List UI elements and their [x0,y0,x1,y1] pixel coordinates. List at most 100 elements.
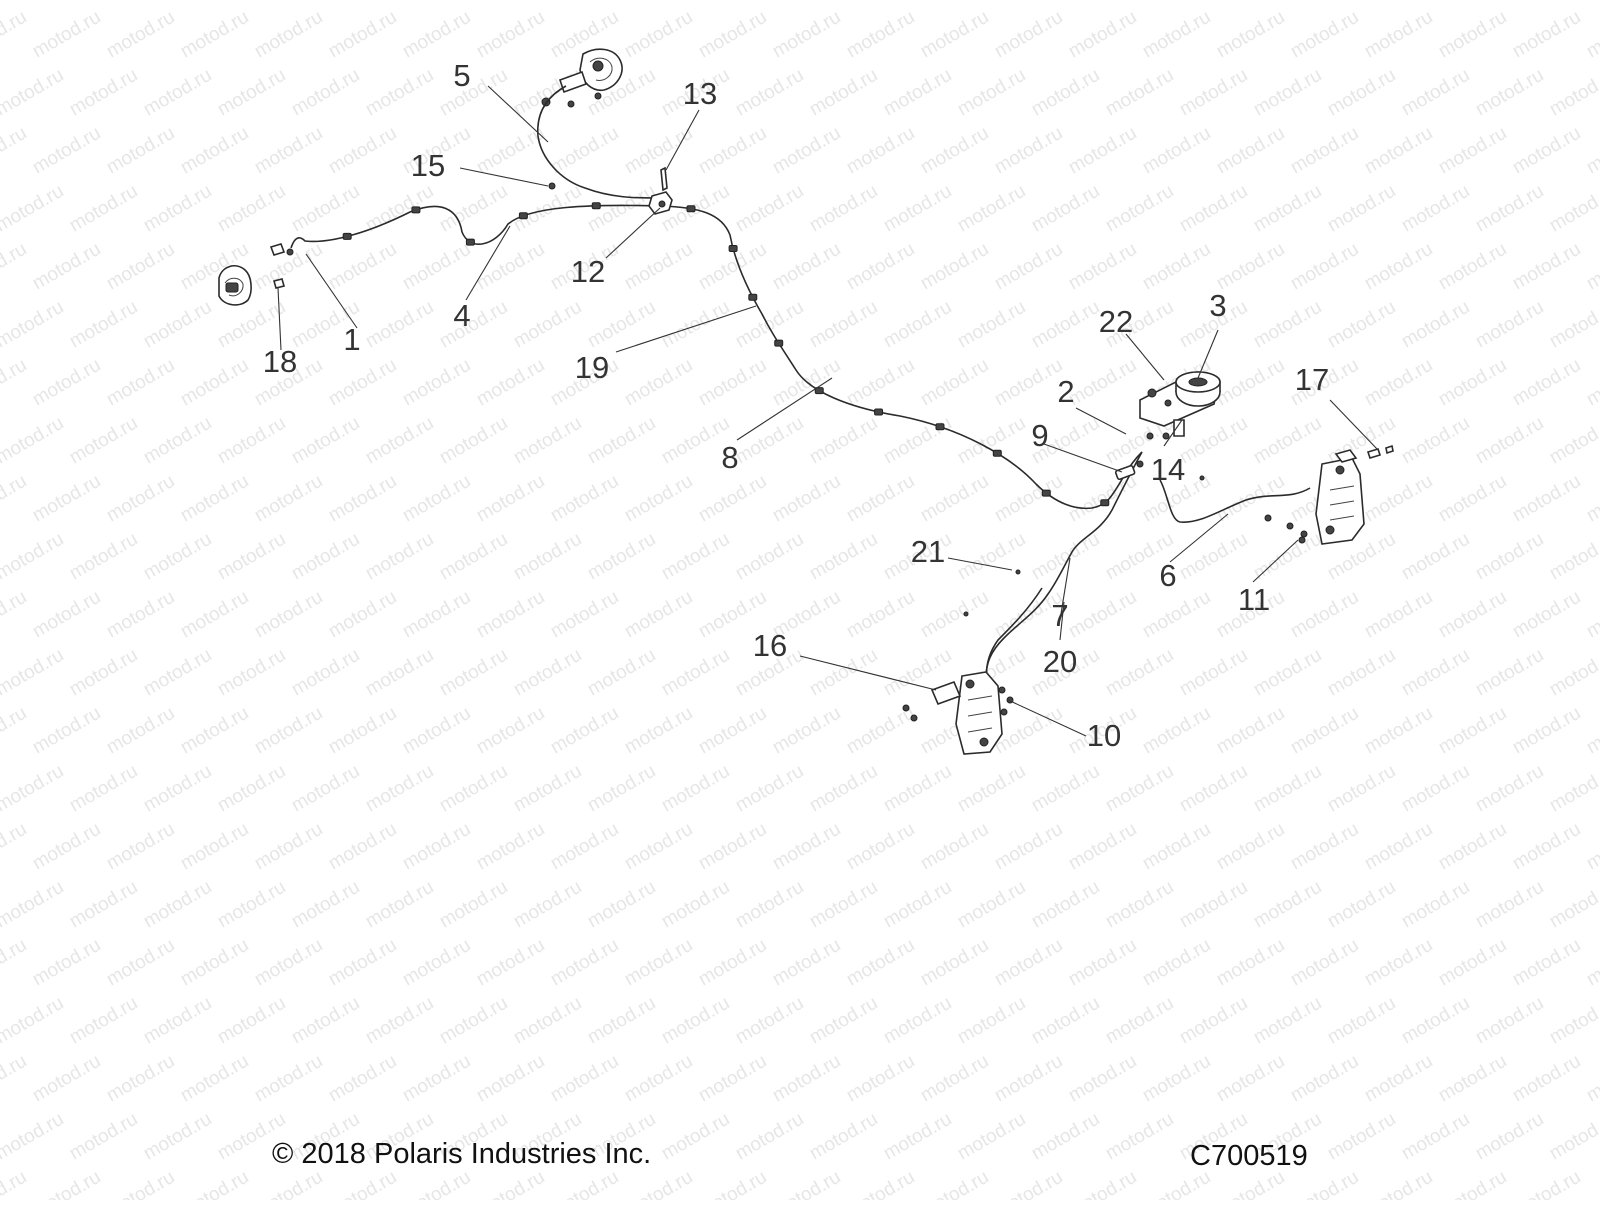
watermark-text: motod.ru [473,239,548,295]
watermark-text: motod.ru [1472,1109,1547,1165]
watermark-text: motod.ru [29,1167,104,1200]
watermark-text: motod.ru [732,297,807,353]
watermark-text: motod.ru [1546,993,1600,1049]
watermark-text: motod.ru [362,0,437,4]
watermark-text: motod.ru [140,761,215,817]
watermark-text: motod.ru [843,1051,918,1107]
watermark-text: motod.ru [325,471,400,527]
watermark-text: motod.ru [880,0,955,4]
watermark-text: motod.ru [103,239,178,295]
watermark-text: motod.ru [399,587,474,643]
watermark-text: motod.ru [584,645,659,701]
watermark-text: motod.ru [1102,0,1177,4]
watermark-text: motod.ru [177,471,252,527]
watermark-text: motod.ru [399,819,474,875]
watermark-text: motod.ru [695,1051,770,1107]
callout-9: 9 [1031,418,1048,453]
watermark-text: motod.ru [1213,703,1288,759]
watermark-text: motod.ru [843,587,918,643]
watermark-text: motod.ru [1509,355,1584,411]
watermark-text: motod.ru [325,1051,400,1107]
watermark-text: motod.ru [843,239,918,295]
watermark-text: motod.ru [1065,1051,1140,1107]
watermark-text: motod.ru [177,703,252,759]
watermark-text: motod.ru [1287,819,1362,875]
watermark-text: motod.ru [0,297,67,353]
watermark-text: motod.ru [1028,761,1103,817]
watermark-text: motod.ru [1250,877,1325,933]
watermark-text: motod.ru [584,0,659,4]
watermark-text: motod.ru [621,935,696,991]
watermark-text: motod.ru [1102,993,1177,1049]
watermark-text: motod.ru [66,645,141,701]
watermark-text: motod.ru [288,529,363,585]
watermark-text: motod.ru [177,819,252,875]
watermark-text: motod.ru [769,7,844,63]
watermark-text: motod.ru [621,1167,696,1200]
watermark-text: motod.ru [1287,1051,1362,1107]
line-clip [518,212,528,220]
watermark-text: motod.ru [325,935,400,991]
rear-left-caliper [902,671,1014,755]
watermark-text: motod.ru [806,0,881,4]
watermark-text: motod.ru [880,181,955,237]
watermark-text: motod.ru [1213,935,1288,991]
watermark-text: motod.ru [1287,935,1362,991]
watermark-text: motod.ru [66,761,141,817]
watermark-text: motod.ru [769,819,844,875]
watermark-text: motod.ru [806,993,881,1049]
watermark-text: motod.ru [1361,471,1436,527]
callout-11: 11 [1238,582,1270,617]
watermark-text: motod.ru [140,1109,215,1165]
watermark-text: motod.ru [29,7,104,63]
watermark-text: motod.ru [1102,761,1177,817]
watermark-text: motod.ru [177,355,252,411]
watermark-text: motod.ru [695,7,770,63]
watermark-text: motod.ru [1509,587,1584,643]
watermark-text: motod.ru [214,645,289,701]
watermark-text: motod.ru [0,7,30,63]
watermark-text: motod.ru [1398,529,1473,585]
watermark-text: motod.ru [954,1109,1029,1165]
callout-14: 14 [1151,452,1185,487]
watermark-text: motod.ru [1250,529,1325,585]
brake-line-4 [290,204,1143,510]
watermark-text: motod.ru [140,297,215,353]
watermark-text: motod.ru [1398,413,1473,469]
watermark-text: motod.ru [103,587,178,643]
watermark-text: motod.ru [917,587,992,643]
watermark-text: motod.ru [954,0,1029,4]
watermark-text: motod.ru [954,297,1029,353]
watermark-text: motod.ru [1472,181,1547,237]
watermark-text: motod.ru [1028,529,1103,585]
callout-20: 20 [1043,644,1077,679]
watermark-text: motod.ru [0,877,67,933]
watermark-text: motod.ru [66,0,141,4]
watermark-text: motod.ru [547,703,622,759]
watermark-text: motod.ru [399,1051,474,1107]
watermark-text: motod.ru [1176,65,1251,121]
line-clip [874,408,884,416]
watermark-text: motod.ru [177,587,252,643]
watermark-text: motod.ru [1250,0,1325,4]
watermark-text: motod.ru [251,587,326,643]
watermark-text: motod.ru [1324,877,1399,933]
watermark-text: motod.ru [103,355,178,411]
callout-5: 5 [453,58,470,93]
watermark-text: motod.ru [1472,993,1547,1049]
watermark-text: motod.ru [658,877,733,933]
watermark-text: motod.ru [436,0,511,4]
watermark-text: motod.ru [140,645,215,701]
watermark-text: motod.ru [621,587,696,643]
watermark-text: motod.ru [510,413,585,469]
watermark-text: motod.ru [1509,935,1584,991]
watermark-text: motod.ru [1287,239,1362,295]
watermark-text: motod.ru [695,1167,770,1200]
watermark-text: motod.ru [1546,65,1600,121]
watermark-text: motod.ru [1509,239,1584,295]
watermark-text: motod.ru [1361,1051,1436,1107]
watermark-text: motod.ru [325,703,400,759]
watermark-text: motod.ru [991,239,1066,295]
watermark-text: motod.ru [288,181,363,237]
copyright-text: © 2018 Polaris Industries Inc. [272,1138,652,1170]
